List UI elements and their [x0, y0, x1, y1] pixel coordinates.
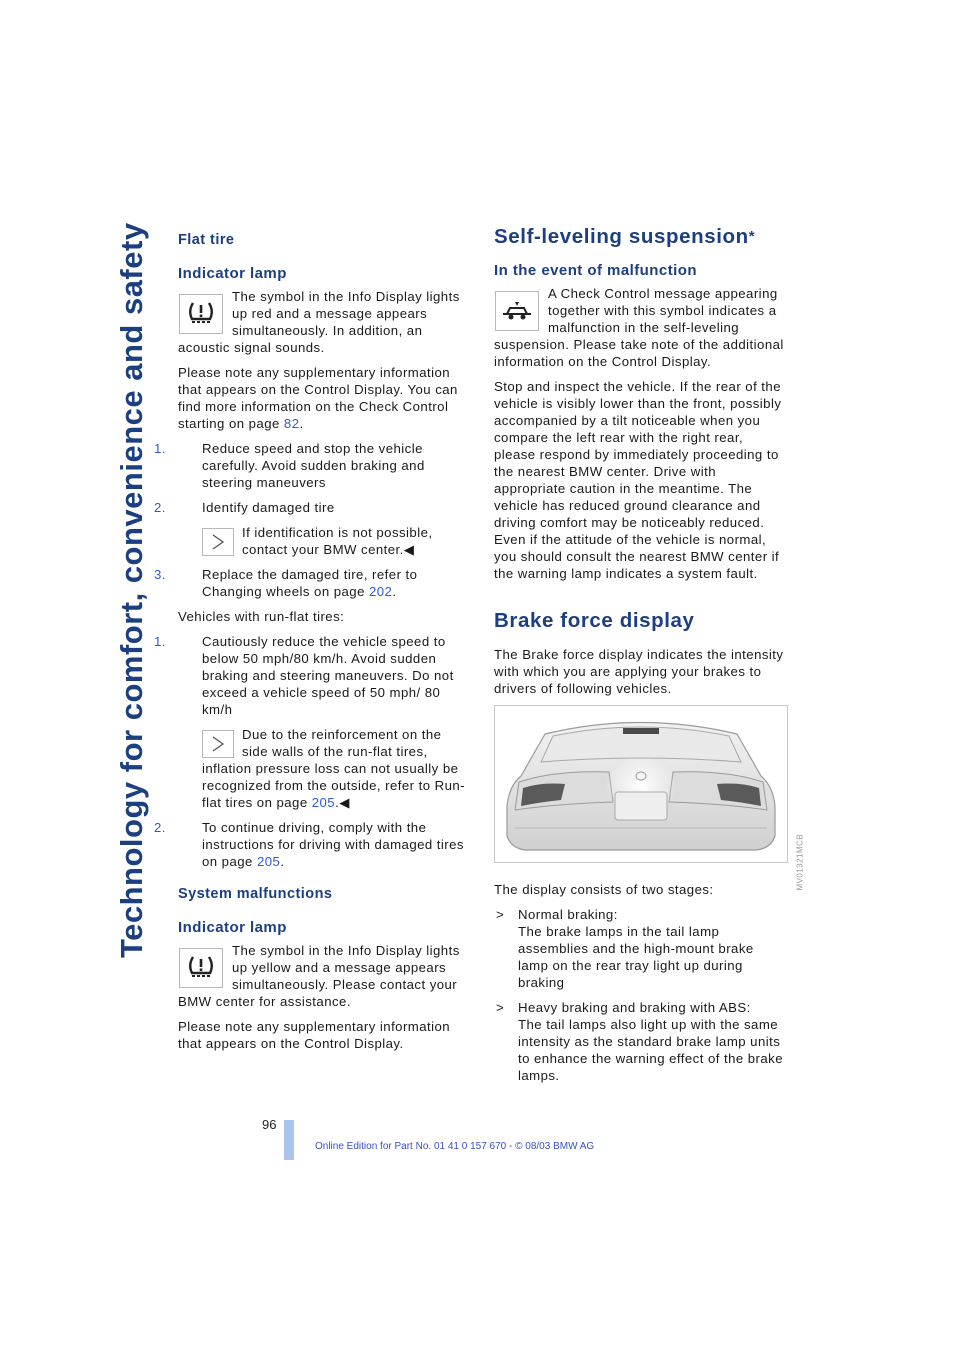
tire-pressure-warning-icon [179, 948, 223, 988]
step-2: 2.Identify damaged tire [154, 500, 335, 515]
bullet-heavy-braking: > Heavy braking and braking with ABS: Th… [496, 1000, 783, 1083]
note-identification: If identification is not possible, conta… [202, 524, 468, 558]
brake-force-text: The Brake force display indicates the in… [494, 647, 784, 696]
indicator-block-2: The symbol in the Info Display lights up… [178, 942, 468, 1018]
malfunction-heading: In the event of malfunction [494, 262, 697, 279]
page-link-205b[interactable]: 205 [256, 854, 281, 869]
left-column: Flat tire Indicator lamp The symbol in t… [154, 228, 468, 1060]
system-malfunctions-heading: System malfunctions [178, 886, 333, 902]
brake-force-heading: Brake force display [494, 609, 695, 632]
end-mark-icon: ◀ [403, 542, 415, 557]
runflat-step-2: 2.To continue driving, comply with the i… [154, 820, 464, 869]
malfunction-block: A Check Control message appearing togeth… [494, 285, 784, 378]
bullet-arrow-icon: > [496, 907, 505, 922]
bullet-arrow-icon: > [496, 1000, 505, 1015]
flat-tire-heading: Flat tire [178, 232, 235, 248]
runflat-step-1: 1.Cautiously reduce the vehicle speed to… [154, 634, 454, 717]
page-number: 96 [262, 1117, 277, 1132]
stop-inspect-text: Stop and inspect the vehicle. If the rea… [494, 379, 782, 581]
page-link-82[interactable]: 82 [283, 416, 300, 431]
note-runflat: Due to the reinforcement on the side wal… [202, 727, 465, 810]
info-text: Please note any supplementary informatio… [178, 365, 458, 431]
indicator-text: The symbol in the Info Display lights up… [178, 289, 460, 355]
image-code: MV01321MCB [796, 834, 805, 891]
note-arrow-icon [202, 730, 234, 758]
runflat-intro: Vehicles with run-flat tires: [178, 609, 345, 624]
indicator-lamp-heading-2: Indicator lamp [178, 919, 287, 936]
suspension-warning-icon [495, 291, 539, 331]
end-mark-icon: ◀ [339, 795, 350, 810]
car-rear-image: MV01321MCB [494, 705, 805, 891]
indicator-lamp-heading: Indicator lamp [178, 265, 287, 282]
page-link-202[interactable]: 202 [368, 584, 393, 599]
right-column: Self-leveling suspension* In the event o… [494, 225, 805, 1092]
indicator-block: The symbol in the Info Display lights up… [178, 288, 468, 364]
footer-text: Online Edition for Part No. 01 41 0 157 … [315, 1141, 595, 1152]
self-leveling-heading: Self-leveling suspension* [494, 225, 756, 248]
info-text-2: Please note any supplementary informatio… [178, 1019, 451, 1051]
bullet-normal-braking: > Normal braking: The brake lamps in the… [496, 907, 754, 990]
note-arrow-icon [202, 528, 234, 556]
tire-pressure-warning-icon [179, 294, 223, 334]
malfunction-text: A Check Control message appearing togeth… [494, 286, 784, 369]
page-link-205[interactable]: 205 [311, 795, 336, 810]
step-1: 1.Reduce speed and stop the vehicle care… [154, 441, 425, 490]
stages-intro: The display consists of two stages: [494, 882, 714, 897]
page-bar [284, 1120, 294, 1160]
sidebar-chapter-title: Technology for comfort, convenience and … [114, 222, 149, 958]
indicator-text-2: The symbol in the Info Display lights up… [178, 943, 460, 1009]
step-3: 3.Replace the damaged tire, refer to Cha… [154, 567, 418, 599]
